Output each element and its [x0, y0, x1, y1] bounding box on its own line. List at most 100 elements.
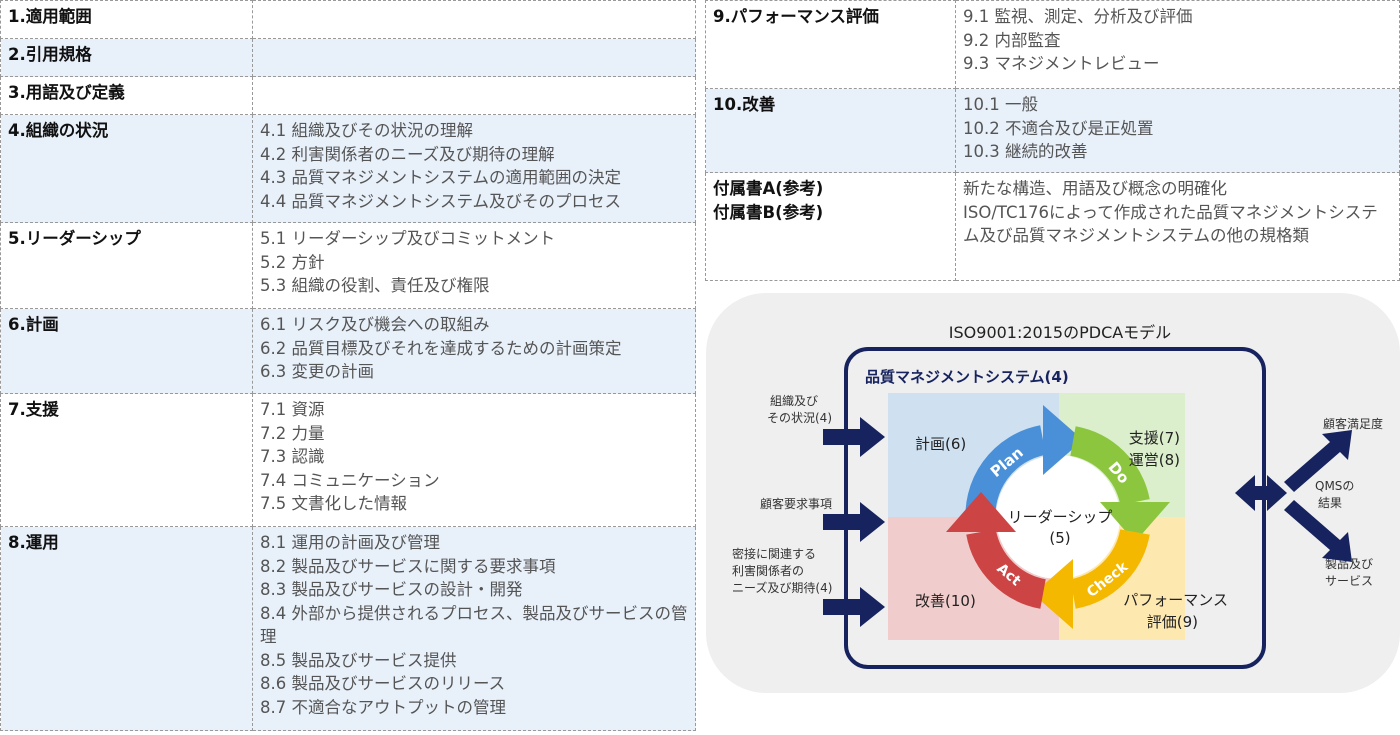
section-heading: 9.パフォーマンス評価: [705, 0, 956, 89]
input-org-label: 組織及び: [770, 394, 818, 408]
input-parties-label: 密接に関連する: [732, 546, 816, 561]
subsection-list: [252, 38, 696, 77]
heading-text: 3.用語及び定義: [8, 83, 125, 102]
evaluation-label: 評価(9): [1147, 613, 1198, 631]
output-arrow-down-icon: [1284, 500, 1352, 562]
section-heading: 10.改善: [705, 88, 956, 173]
diagram-title: ISO9001:2015のPDCAモデル: [949, 323, 1171, 342]
heading-text: 付属書A(参考): [713, 179, 824, 198]
subsection-list: 4.1 組織及びその状況の理解 4.2 利害関係者のニーズ及び期待の理解 4.3 品…: [252, 114, 696, 223]
subsection-item: 8.6 製品及びサービスのリリース: [260, 674, 506, 693]
heading-text: 2.引用規格: [8, 45, 92, 64]
double-arrow-icon: [1235, 475, 1287, 511]
section-heading: 6.計画: [0, 308, 253, 394]
subsection-item: 8.1 運用の計画及び管理: [260, 533, 440, 552]
subsection-item: 8.5 製品及びサービス提供: [260, 650, 457, 670]
operation-label: 運営(8): [1129, 451, 1180, 469]
subsection-list: 6.1 リスク及び機会への取組み 6.2 品質目標及びそれを達成するための計画策定…: [252, 308, 696, 394]
leadership-number: (5): [1049, 529, 1070, 547]
subsection-item: 8.4 外部から提供されるプロセス、製品及びサービスの管理: [260, 603, 688, 647]
subsection-list: 8.1 運用の計画及び管理 8.2 製品及びサービスに関する要求事項 8.3 製品及…: [252, 526, 696, 731]
act-arrowhead: [946, 492, 1016, 532]
section-heading: 4.組織の状況: [0, 114, 253, 223]
support-label: 支援(7): [1129, 429, 1180, 447]
do-arc: [1069, 426, 1150, 506]
subsection-item: 6.3 変更の計画: [260, 362, 374, 381]
plan-quadrant-label: 計画(6): [915, 435, 966, 453]
subsection-item: 4.2 利害関係者のニーズ及び期待の理解: [260, 144, 555, 164]
section-heading: 付属書A(参考) 付属書B(参考): [705, 172, 956, 281]
subsection-item: 4.1 組織及びその状況の理解: [260, 121, 473, 140]
qms-result-label: QMSの: [1315, 479, 1354, 493]
subsection-item: 5.1 リーダーシップ及びコミットメント: [260, 229, 556, 248]
subsection-item: 7.2 力量: [260, 423, 325, 443]
section-heading: 1.適用範囲: [0, 0, 253, 39]
right-table: 9.パフォーマンス評価 9.1 監視、測定、分析及び評価 9.2 内部監査 9.3 マ…: [705, 0, 1400, 281]
input-parties-label-2: 利害関係者の: [732, 563, 804, 578]
leadership-label: リーダーシップ: [1008, 508, 1113, 526]
heading-text: 6.計画: [8, 315, 59, 334]
section-heading: 2.引用規格: [0, 38, 253, 77]
qms-label: 品質マネジメントシステム(4): [865, 368, 1069, 386]
subsection-item: 7.1 資源: [260, 400, 325, 419]
subsection-item: 4.4 品質マネジメントシステム及びそのプロセス: [260, 191, 621, 211]
section-heading: 8.運用: [0, 526, 253, 731]
subsection-item: 10.3 継続的改善: [963, 142, 1088, 161]
subsection-item: 8.2 製品及びサービスに関する要求事項: [260, 556, 556, 576]
act-arc: [966, 528, 1047, 609]
subsection-item: 6.2 品質目標及びそれを達成するための計画策定: [260, 338, 622, 358]
subsection-list: 新たな構造、用語及び概念の明確化 ISO/TC176によって作成された品質マネジメ…: [955, 172, 1400, 281]
output-satisfaction-label: 顧客満足度: [1323, 416, 1383, 431]
input-arrow-icon: [823, 417, 885, 457]
heading-text: 7.支援: [8, 400, 59, 419]
subsection-item: 8.7 不適合なアウトプットの管理: [260, 697, 506, 717]
input-org-label-2: その状況(4): [767, 410, 832, 425]
subsection-item: 8.3 製品及びサービスの設計・開発: [260, 580, 523, 599]
table-row: 6.計画 6.1 リスク及び機会への取組み 6.2 品質目標及びそれを達成するための…: [0, 308, 696, 394]
subsection-item: 4.3 品質マネジメントシステムの適用範囲の決定: [260, 168, 621, 187]
table-row: 8.運用 8.1 運用の計画及び管理 8.2 製品及びサービスに関する要求事項 8.3…: [0, 526, 696, 731]
input-customer-label: 顧客要求事項: [760, 496, 832, 511]
qms-box: [844, 347, 1266, 669]
subsection-list: 9.1 監視、測定、分析及び評価 9.2 内部監査 9.3 マネジメントレビュー: [955, 0, 1400, 89]
section-heading: 3.用語及び定義: [0, 76, 253, 115]
subsection-item: 10.1 一般: [963, 95, 1038, 114]
table-row: 9.パフォーマンス評価 9.1 監視、測定、分析及び評価 9.2 内部監査 9.3 マ…: [705, 0, 1400, 89]
subsection-item: 9.1 監視、測定、分析及び評価: [963, 7, 1193, 26]
output-arrow-up-icon: [1284, 430, 1352, 492]
subsection-item: 新たな構造、用語及び概念の明確化: [963, 179, 1227, 198]
performance-label: パフォーマンス: [1123, 591, 1228, 609]
input-arrow-icon: [823, 502, 885, 542]
table-row: 2.引用規格: [0, 38, 696, 77]
heading-text: 1.適用範囲: [8, 7, 92, 26]
subsection-item: 9.2 内部監査: [963, 30, 1061, 50]
subsection-item: 7.4 コミュニケーション: [260, 470, 440, 490]
check-arc: [1069, 528, 1150, 609]
check-arrowhead: [1033, 559, 1073, 629]
heading-text: 10.改善: [713, 95, 776, 114]
center-circle: [996, 455, 1120, 579]
section-heading: 5.リーダーシップ: [0, 222, 253, 309]
heading-text: 8.運用: [8, 533, 59, 552]
table-row: 4.組織の状況 4.1 組織及びその状況の理解 4.2 利害関係者のニーズ及び期待の…: [0, 114, 696, 223]
subsection-item: 6.1 リスク及び機会への取組み: [260, 315, 490, 334]
subsection-item: 5.2 方針: [260, 252, 325, 272]
output-products-label-2: サービス: [1325, 574, 1373, 588]
subsection-item: 9.3 マネジメントレビュー: [963, 54, 1160, 73]
heading-text: 付属書B(参考): [713, 202, 824, 222]
subsection-item: 7.5 文書化した情報: [260, 494, 407, 513]
table-row: 1.適用範囲: [0, 0, 696, 39]
subsection-item: ISO/TC176によって作成された品質マネジメントシステム及び品質マネジメント…: [963, 202, 1378, 246]
input-arrow-icon: [823, 587, 885, 627]
plan-arrowhead: [1043, 405, 1083, 475]
heading-text: 9.パフォーマンス評価: [713, 7, 879, 26]
heading-text: 5.リーダーシップ: [8, 229, 141, 248]
